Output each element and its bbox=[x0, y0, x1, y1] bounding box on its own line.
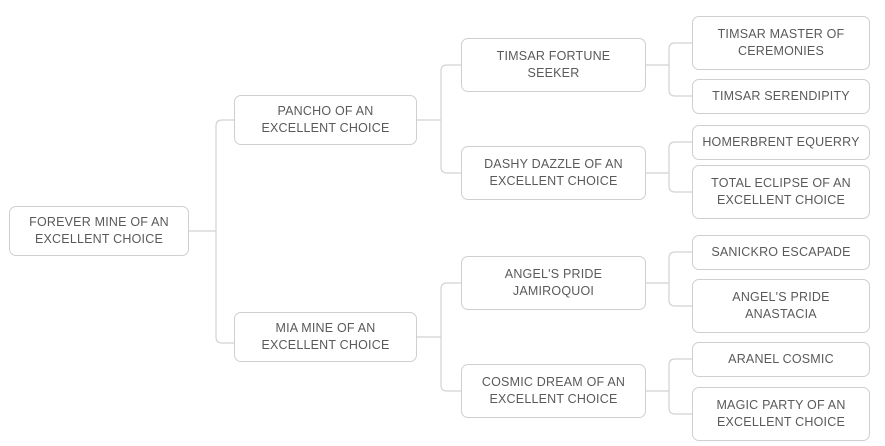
node-gen2-sire[interactable]: PANCHO OF AN EXCELLENT CHOICE bbox=[234, 95, 417, 145]
node-label: DASHY DAZZLE OF AN EXCELLENT CHOICE bbox=[484, 157, 623, 188]
node-gen4-4[interactable]: TOTAL ECLIPSE OF AN EXCELLENT CHOICE bbox=[692, 165, 870, 219]
node-gen4-6[interactable]: ANGEL'S PRIDE ANASTACIA bbox=[692, 279, 870, 333]
node-label: TIMSAR SERENDIPITY bbox=[712, 89, 850, 103]
connector-dashy-to-homerbrent bbox=[668, 141, 692, 173]
connector-mia-to-cosmic-dream bbox=[440, 337, 461, 392]
node-label: ARANEL COSMIC bbox=[728, 352, 834, 366]
connector-cosmic-to-aranel bbox=[668, 358, 692, 391]
connector-pancho-to-dashy-dazzle bbox=[440, 120, 461, 174]
connector-mia-to-angels-pride-jamiroquoi bbox=[440, 282, 461, 337]
node-root[interactable]: FOREVER MINE OF AN EXCELLENT CHOICE bbox=[9, 206, 189, 256]
connector-dashy-to-total-eclipse bbox=[668, 173, 692, 193]
node-label: ANGEL'S PRIDE ANASTACIA bbox=[732, 290, 830, 321]
connector-apj-to-angels-pride-anastacia bbox=[668, 283, 692, 307]
connector-pancho-to-timsar-fortune-seeker bbox=[440, 64, 461, 120]
connector-root-to-mia bbox=[215, 231, 234, 344]
connector-tfs-to-timsar-serendipity bbox=[668, 65, 692, 97]
node-label: HOMERBRENT EQUERRY bbox=[702, 135, 860, 149]
connector-root-to-pancho bbox=[215, 119, 234, 231]
node-gen3-2[interactable]: DASHY DAZZLE OF AN EXCELLENT CHOICE bbox=[461, 146, 646, 200]
connector-cosmic-to-magic-party bbox=[668, 391, 692, 415]
node-label: MAGIC PARTY OF AN EXCELLENT CHOICE bbox=[716, 398, 846, 429]
node-label: ANGEL'S PRIDE JAMIROQUOI bbox=[504, 267, 603, 298]
node-label: TIMSAR FORTUNE SEEKER bbox=[496, 49, 611, 80]
node-gen4-8[interactable]: MAGIC PARTY OF AN EXCELLENT CHOICE bbox=[692, 387, 870, 441]
node-label: COSMIC DREAM OF AN EXCELLENT CHOICE bbox=[481, 375, 626, 406]
node-gen4-5[interactable]: SANICKRO ESCAPADE bbox=[692, 235, 870, 270]
node-label: FOREVER MINE OF AN EXCELLENT CHOICE bbox=[29, 215, 169, 246]
node-gen4-1[interactable]: TIMSAR MASTER OF CEREMONIES bbox=[692, 16, 870, 70]
node-gen4-7[interactable]: ARANEL COSMIC bbox=[692, 342, 870, 377]
node-label: PANCHO OF AN EXCELLENT CHOICE bbox=[261, 104, 390, 135]
node-gen4-3[interactable]: HOMERBRENT EQUERRY bbox=[692, 125, 870, 160]
connector-tfs-to-timsar-master bbox=[668, 42, 692, 65]
node-label: MIA MINE OF AN EXCELLENT CHOICE bbox=[261, 321, 390, 352]
node-label: TOTAL ECLIPSE OF AN EXCELLENT CHOICE bbox=[711, 176, 851, 207]
node-gen3-3[interactable]: ANGEL'S PRIDE JAMIROQUOI bbox=[461, 256, 646, 310]
connector-apj-to-sanickro bbox=[668, 251, 692, 283]
node-gen3-1[interactable]: TIMSAR FORTUNE SEEKER bbox=[461, 38, 646, 92]
node-label: TIMSAR MASTER OF CEREMONIES bbox=[717, 27, 845, 58]
node-gen4-2[interactable]: TIMSAR SERENDIPITY bbox=[692, 79, 870, 114]
node-label: SANICKRO ESCAPADE bbox=[711, 245, 851, 259]
node-gen2-dam[interactable]: MIA MINE OF AN EXCELLENT CHOICE bbox=[234, 312, 417, 362]
node-gen3-4[interactable]: COSMIC DREAM OF AN EXCELLENT CHOICE bbox=[461, 364, 646, 418]
